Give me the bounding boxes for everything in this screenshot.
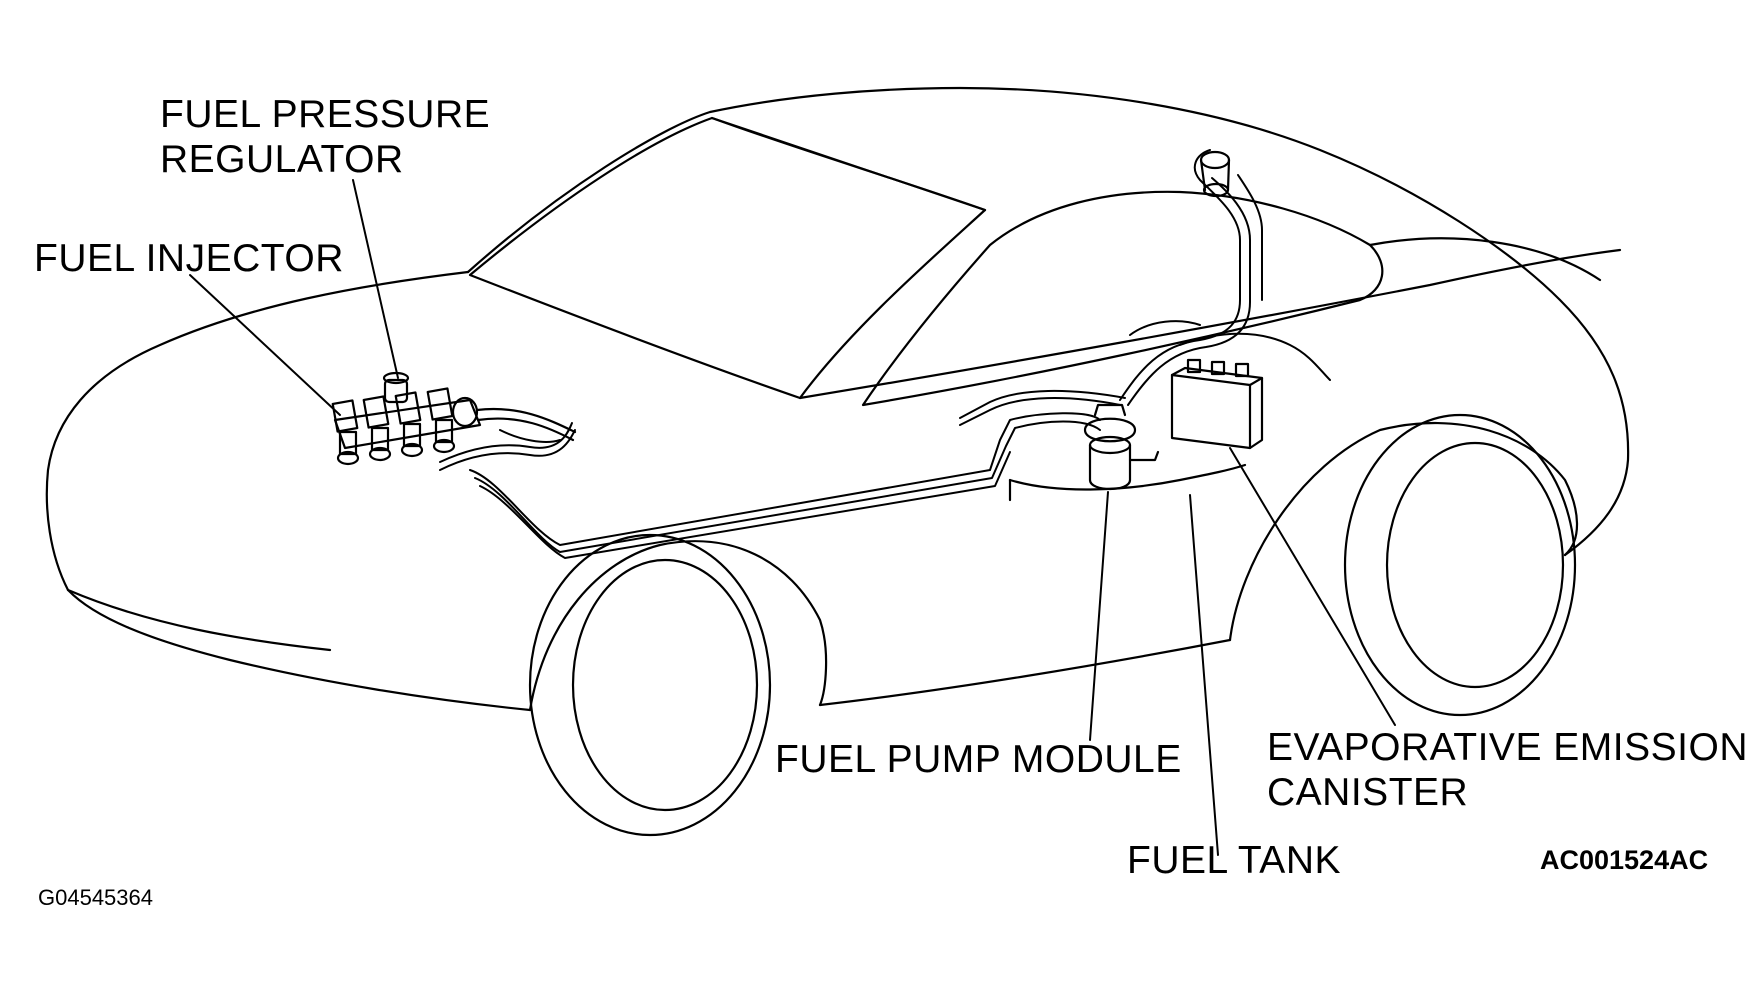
label-evap-canister-line2: CANISTER bbox=[1267, 771, 1469, 814]
label-fuel-pump-module: FUEL PUMP MODULE bbox=[775, 738, 1182, 781]
evap-canister bbox=[1170, 358, 1264, 450]
fuel-pump-module bbox=[1083, 403, 1160, 491]
car-body bbox=[45, 86, 1630, 712]
label-fuel-injector: FUEL INJECTOR bbox=[34, 237, 344, 280]
filler-neck bbox=[1199, 150, 1231, 198]
front-wheel bbox=[528, 533, 772, 837]
label-fuel-pressure-regulator-line2: REGULATOR bbox=[160, 138, 404, 181]
fuel-lines bbox=[439, 149, 1331, 559]
fuel-rail-assembly bbox=[331, 371, 577, 466]
label-fuel-pressure-regulator-line1: FUEL PRESSURE bbox=[160, 93, 491, 136]
rear-wheel bbox=[1343, 413, 1577, 717]
image-code: G04545364 bbox=[38, 885, 153, 910]
leader-lines bbox=[189, 179, 1396, 856]
figure-code: AC001524AC bbox=[1540, 845, 1709, 875]
label-fuel-tank: FUEL TANK bbox=[1127, 839, 1341, 882]
label-evap-canister-line1: EVAPORATIVE EMISSION bbox=[1267, 726, 1748, 769]
